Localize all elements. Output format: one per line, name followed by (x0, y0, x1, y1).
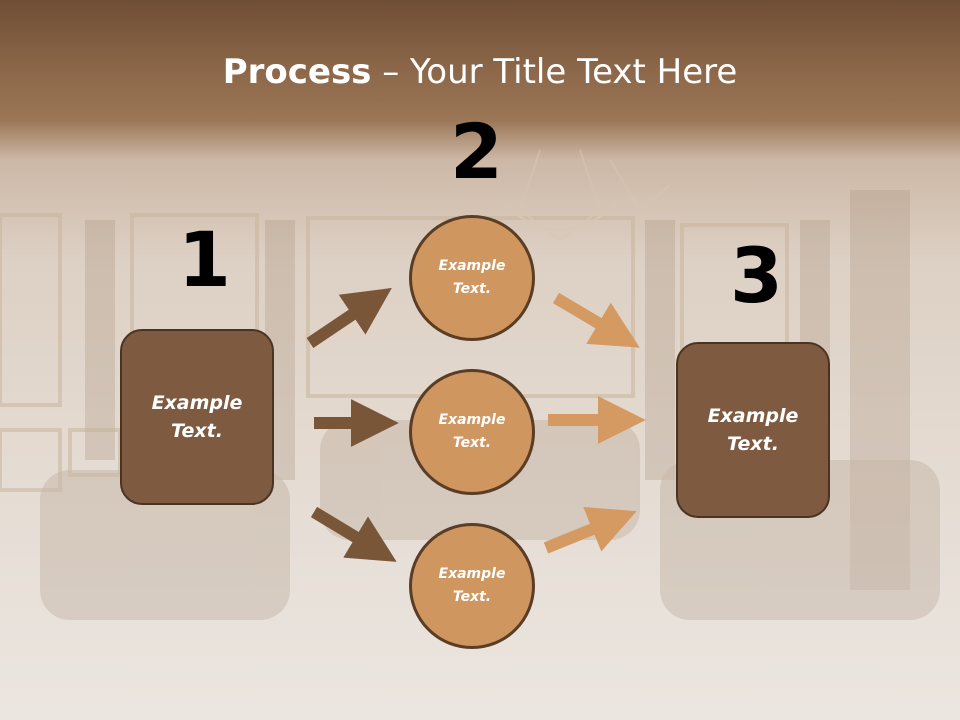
arrow-left-up (306, 287, 392, 348)
title-rest: – Your Title Text Here (371, 52, 738, 92)
left-arrows (306, 287, 399, 562)
step-number-3: 3 (730, 231, 783, 320)
arrow-right-up (552, 292, 640, 348)
circle-top-label: Example Text. (438, 257, 506, 297)
step-3-box: Example Text. (676, 342, 830, 518)
circle-middle: Example Text. (409, 369, 535, 495)
step-3-label: Example Text. (707, 404, 799, 456)
step-number-2: 2 (450, 107, 503, 196)
circle-top: Example Text. (409, 215, 535, 341)
circle-bottom: Example Text. (409, 523, 535, 649)
step-1-box: Example Text. (120, 329, 274, 505)
right-arrows (543, 292, 646, 554)
slide-title: Process – Your Title Text Here (0, 52, 960, 92)
circle-bottom-label: Example Text. (438, 565, 506, 605)
arrow-left-down (310, 506, 397, 562)
circle-middle-label: Example Text. (438, 411, 506, 451)
step-number-1: 1 (178, 215, 231, 304)
title-bold: Process (222, 52, 372, 92)
step-1-label: Example Text. (151, 391, 243, 443)
arrow-right-down (543, 506, 637, 554)
